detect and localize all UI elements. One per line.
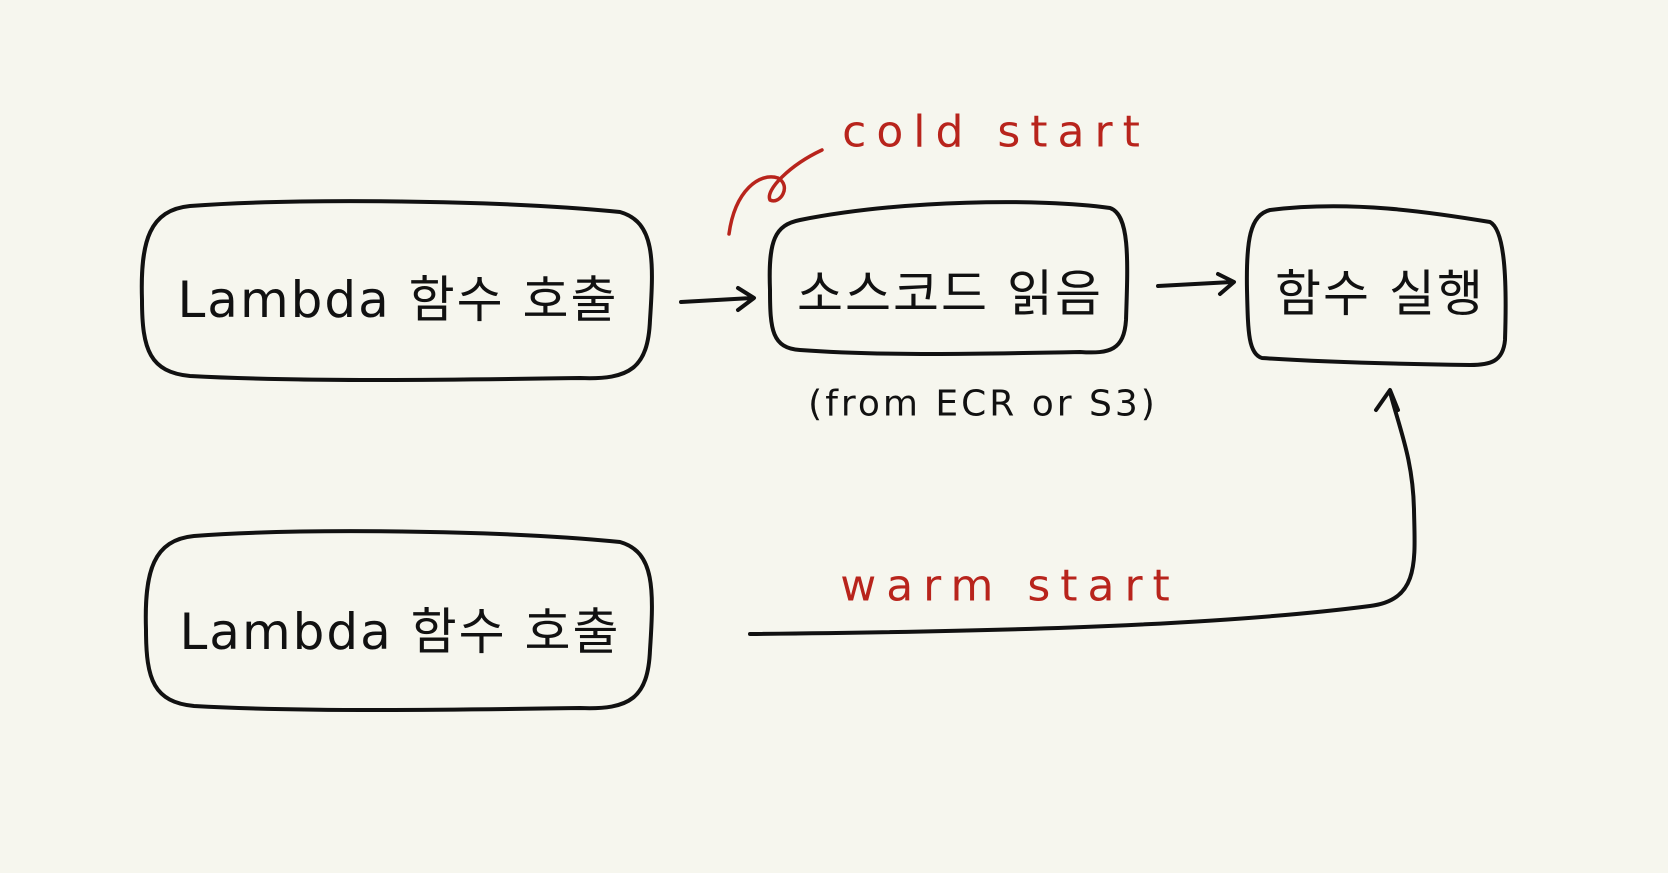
node-label-invoke-warm: Lambda 함수 호출 (179, 603, 621, 661)
warm-start-label: warm start (840, 560, 1180, 612)
arrow-warm-to-execute (748, 388, 1417, 636)
node-box-read-source (767, 200, 1130, 356)
node-box-invoke-warm (143, 529, 654, 712)
node-label-invoke-cold: Lambda 함수 호출 (177, 271, 619, 329)
arrow-invoke-to-read (679, 286, 756, 312)
node-box-invoke-cold (139, 199, 654, 382)
node-label-read-source: 소스코드 읽음 (797, 265, 1103, 323)
cold-start-label: cold start (842, 106, 1150, 158)
cold-start-swoosh (727, 148, 824, 236)
node-box-execute (1244, 204, 1508, 367)
arrow-read-to-execute (1156, 272, 1236, 296)
node-note-read-source: (from ECR or S3) (808, 383, 1158, 425)
node-label-execute: 함수 실행 (1275, 265, 1485, 323)
